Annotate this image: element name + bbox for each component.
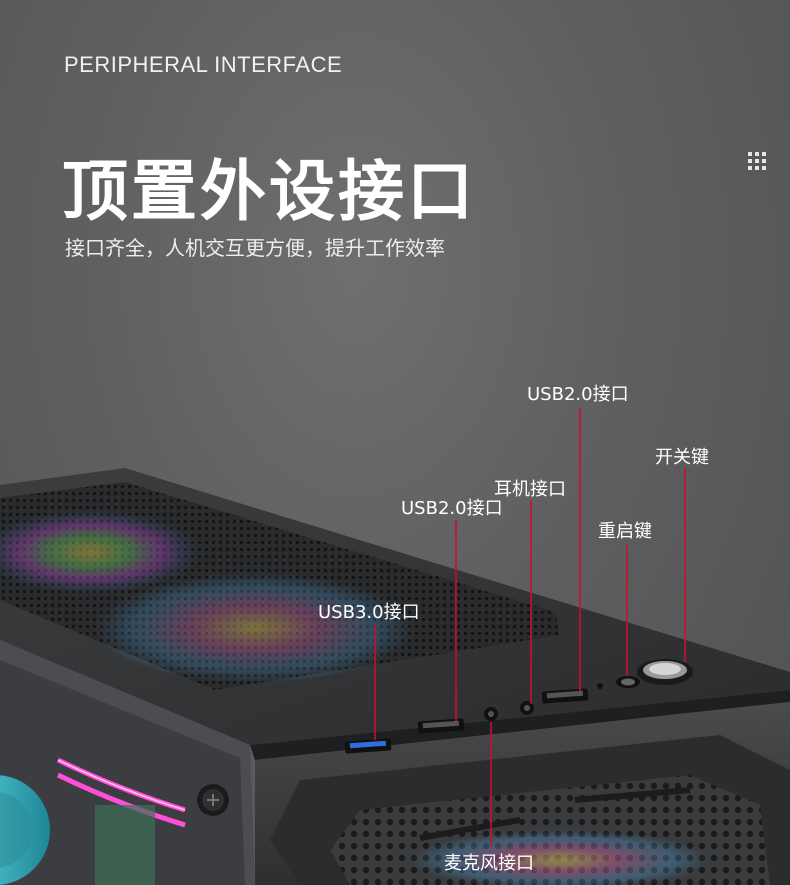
callout-reset-button: 重启键 — [598, 521, 652, 542]
section-description: 接口齐全，人机交互更方便，提升工作效率 — [65, 236, 445, 260]
callout-power-button: 开关键 — [655, 447, 709, 468]
section-subtitle: PERIPHERAL INTERFACE — [64, 52, 343, 77]
callout-headphone-jack: 耳机接口 — [494, 479, 566, 500]
callout-usb20-left: USB2.0接口 — [401, 498, 503, 519]
grid-dots-icon[interactable] — [748, 152, 766, 170]
callout-usb30: USB3.0接口 — [318, 602, 420, 623]
section-title: 顶置外设接口 — [62, 153, 476, 230]
callout-usb20-right: USB2.0接口 — [527, 384, 629, 405]
callout-mic-jack: 麦克风接口 — [444, 853, 534, 874]
